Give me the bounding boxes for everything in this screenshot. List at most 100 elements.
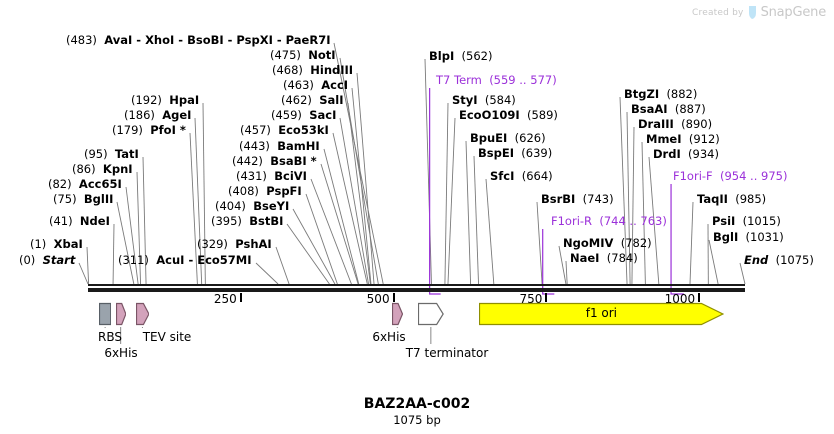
enzyme-label-sali: (462) SalI [281,94,344,106]
enzyme-label-hpai: (192) HpaI [131,94,199,106]
enzyme-label-bsaai: BsaAI (887) [631,103,706,115]
label-gap [682,132,689,146]
label-gap [73,214,80,228]
enzyme-position: (1075) [775,253,814,267]
feature-name: T7 Term [436,73,482,87]
enzyme-name: HpaI [169,93,200,107]
enzyme-label-hindiii: (468) HindIII [272,64,353,76]
enzyme-position: (0) [19,253,36,267]
feature-name: F1ori-R [551,214,593,228]
enzyme-position: (562) [461,49,493,63]
feature-caption-tevsite: TEV site [142,330,192,344]
enzyme-position: (186) [124,108,155,122]
enzyme-position: (483) [66,33,97,47]
enzyme-label-bsrbi: BsrBI (743) [541,193,614,205]
label-gap [35,253,42,267]
enzyme-name: AgeI [162,108,192,122]
enzyme-name: AcuI [156,253,185,267]
enzyme-name: TaqII [697,192,728,206]
enzyme-label-styi: StyI (584) [452,94,516,106]
label-gap [478,93,485,107]
enzyme-name: PsiI [712,214,736,228]
enzyme-label-acc65i: (82) Acc65I [48,178,122,190]
label-gap [613,236,620,250]
enzyme-position: (664) [521,169,553,183]
enzyme-label-bcivi: (431) BciVI [236,170,307,182]
enzyme-position: (82) [48,177,72,191]
enzyme-label-kpni: (86) KpnI [72,163,133,175]
enzyme-position: (912) [688,132,720,146]
enzyme-name: EcoO109I [459,108,520,122]
enzyme-label-bsabi: (442) BsaBI * [232,155,317,167]
ruler-tick-label: 750 [519,292,543,306]
enzyme-name: BpuEI [470,131,508,145]
enzyme-position: (985) [735,192,767,206]
enzyme-label-acci: (463) AccI [283,79,348,91]
watermark-created-by: Created by [692,7,744,18]
sequence-backbone-thin [88,284,745,286]
enzyme-name: Eco53kI [278,123,329,137]
feature-range-label-f1orir: F1ori-R (744 .. 763) [551,215,667,227]
label-gap [77,192,84,206]
feature-glyph-f1ori[interactable]: f1 ori [479,302,725,326]
enzyme-position: (882) [666,87,698,101]
enzyme-label-bstbi: (395) BstBI [211,215,283,227]
enzyme-name: SalI [319,93,344,107]
label-gap [46,237,53,251]
feature-glyph-6xhis[interactable] [391,302,403,326]
feature-glyph-t7terminator[interactable] [417,302,444,326]
enzyme-label-draiii: DraIII (890) [638,118,712,130]
enzyme-position: (459) [271,108,302,122]
feature-caption-rbs: RBS [98,330,122,344]
enzyme-name: NotI [308,48,336,62]
enzyme-position: (404) [215,199,246,213]
enzyme-name: HindIII [310,63,354,77]
enzyme-position: (443) [239,139,270,153]
label-gap [735,214,742,228]
feature-range: (744 .. 763) [599,214,667,228]
enzyme-name: KpnI [102,162,133,176]
enzyme-label-bseyi: (404) BseYI [215,200,289,212]
enzyme-name: BseYI [253,199,290,213]
enzyme-name-separator: - [223,33,237,47]
feature-inline-label: f1 ori [585,306,618,320]
enzyme-position: (395) [211,214,242,228]
label-gap [668,102,675,116]
enzyme-label-blpi: BlpI (562) [429,50,492,62]
enzyme-name: PaeR7I [285,33,331,47]
feature-name: F1ori-F [673,169,713,183]
ruler-tick [698,293,701,302]
enzyme-name: DrdI [653,147,681,161]
enzyme-name: BtgZI [624,87,660,101]
ruler-tick-label: 1000 [664,292,696,306]
enzyme-name: AccI [321,78,349,92]
enzyme-name: BsrBI [541,192,576,206]
feature-glyph-6xhis[interactable] [115,302,127,326]
snapgene-watermark: Created by SnapGene [692,5,826,20]
enzyme-label-saci: (459) SacI [271,109,336,121]
enzyme-label-eco53ki: (457) Eco53kI [240,124,329,136]
enzyme-name: BspEI [478,146,514,160]
ruler-tick [239,293,242,302]
enzyme-name: TatI [114,147,139,161]
label-gap [768,253,775,267]
enzyme-name: BglI [713,230,739,244]
enzyme-position: (1) [30,237,47,251]
ruler-tick-label: 500 [366,292,390,306]
enzyme-label-noti: (475) NotI [270,49,336,61]
enzyme-label-acui: (311) AcuI - Eco57MI [118,254,252,266]
enzyme-name-separator: - [132,33,146,47]
enzyme-position: (1015) [742,214,781,228]
enzyme-position: (743) [582,192,614,206]
label-gap [575,192,582,206]
enzyme-position: (626) [514,131,546,145]
enzyme-name: BlpI [429,49,455,63]
enzyme-name: DraIII [638,117,674,131]
enzyme-position: (75) [53,192,77,206]
label-gap [738,230,745,244]
enzyme-label-pshai: (329) PshAI [197,238,272,250]
feature-glyph-rbs[interactable] [98,302,112,326]
feature-glyph-tevsite[interactable] [135,302,150,326]
